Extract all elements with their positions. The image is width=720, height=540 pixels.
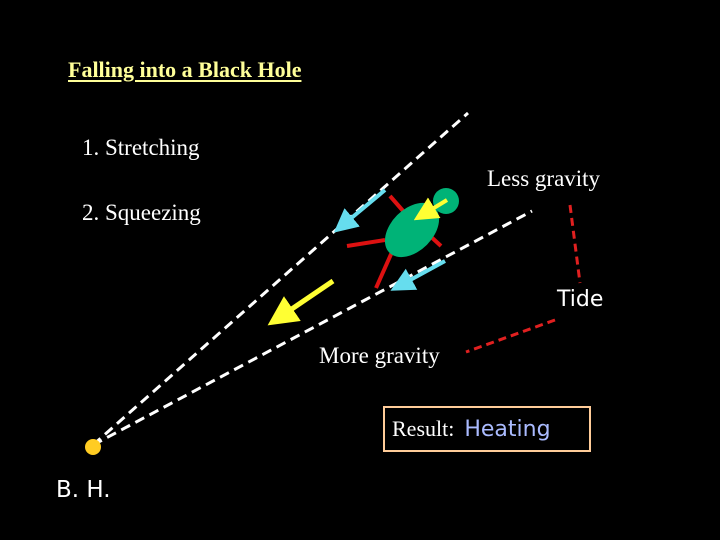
less-gravity-label: Less gravity [487, 166, 601, 191]
result-value: Heating [464, 416, 551, 442]
list-item-squeezing: 2. Squeezing [82, 200, 201, 225]
small-gravity-arrow [413, 197, 449, 221]
body-arm-upper [388, 194, 406, 214]
body-leg-lower [374, 251, 394, 289]
tidal-arrow-upper [333, 188, 387, 233]
tide-label: Tide [557, 287, 604, 312]
tide-line-less [568, 204, 582, 284]
body-arm-left [346, 238, 386, 248]
gravity-arrow [267, 278, 335, 326]
list-item-stretching: 1. Stretching [82, 135, 200, 160]
result-label: Result: [392, 416, 455, 441]
upper-dashed-line [92, 111, 469, 447]
tide-line-more [465, 318, 556, 354]
more-gravity-label: More gravity [319, 343, 440, 368]
black-hole-dot [85, 439, 101, 455]
result-box: Result: Heating [383, 406, 591, 452]
page-title: Falling into a Black Hole [68, 57, 302, 82]
tidal-arrow-lower [390, 259, 446, 291]
lower-dashed-line [92, 209, 533, 447]
black-hole-label: B. H. [56, 477, 111, 503]
